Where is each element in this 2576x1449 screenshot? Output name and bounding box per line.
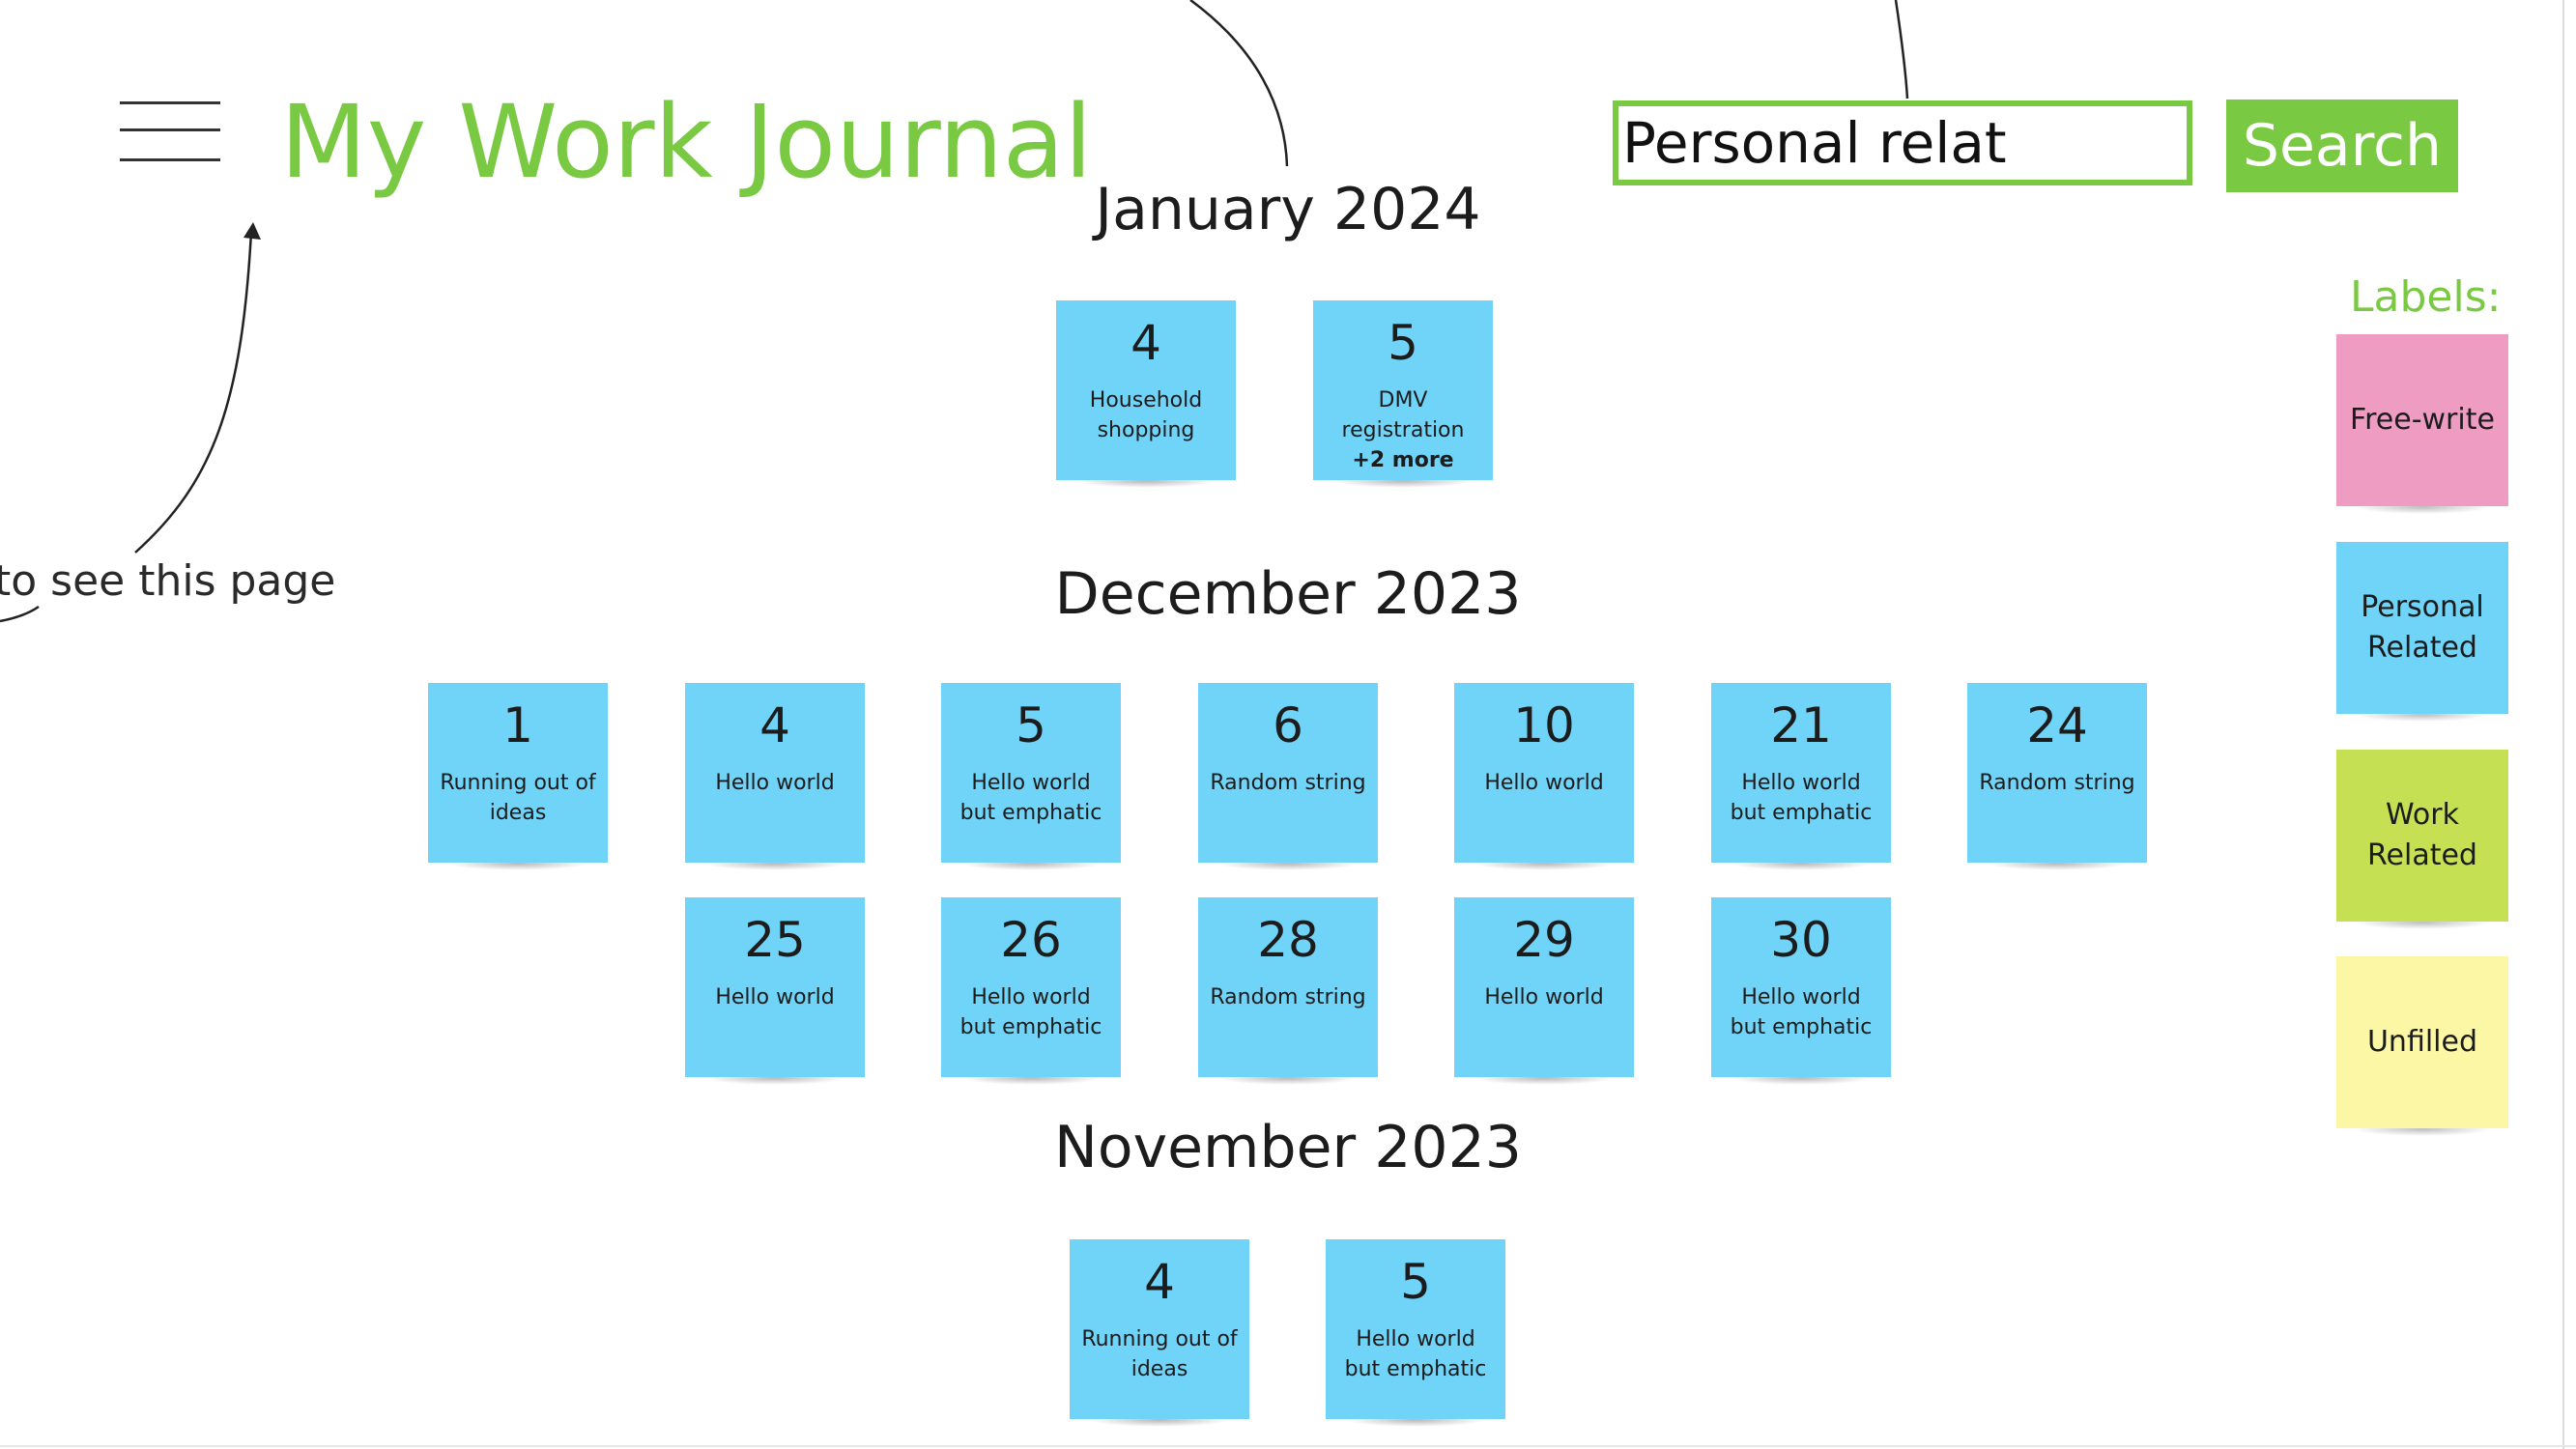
entry-day: 5 [1388,315,1418,371]
entry-title: Hello world [715,985,835,1009]
entry-title: Hello world but emphatic [959,985,1102,1039]
window-edge-right [2562,0,2564,1449]
label-unfilled[interactable]: Unfilled [2336,956,2508,1136]
entry-title: Hello world [1484,771,1604,795]
annotation-line-search [1894,0,1909,99]
entry-title: Hello world [1484,985,1604,1009]
entry-day: 29 [1513,912,1575,968]
entry-title: Random string [1210,985,1366,1009]
search-button[interactable]: Search [2226,99,2458,192]
label-free-write[interactable]: Free-write [2336,334,2508,514]
entry-day: 1 [502,697,533,753]
entry-card[interactable]: 6 Random string [1198,683,1378,870]
entry-card[interactable]: 4 Hello world [685,683,865,870]
entry-more-count[interactable]: +2 more [1352,448,1454,472]
entry-title: Hello world but emphatic [1344,1327,1487,1381]
entry-day: 4 [1144,1254,1175,1310]
entry-title: Running out of ideas [1081,1327,1238,1381]
entry-title: Hello world [715,771,835,795]
entry-title: Random string [1979,771,2135,795]
entry-card[interactable]: 24 Random string [1967,683,2147,870]
entry-day: 30 [1770,912,1832,968]
entry-card[interactable]: 1 Running out of ideas [428,683,608,870]
entry-card[interactable]: 30 Hello world but emphatic [1711,897,1891,1085]
entry-title: Hello world but emphatic [1730,985,1873,1039]
entry-card[interactable]: 4 Household shopping [1056,300,1236,488]
entry-day: 25 [744,912,806,968]
entry-title: Random string [1210,771,1366,795]
entry-card[interactable]: 10 Hello world [1454,683,1634,870]
entry-card[interactable]: 29 Hello world [1454,897,1634,1085]
entry-card[interactable]: 5 Hello world but emphatic [941,683,1121,870]
label-text: Personal Related [2361,590,2484,665]
annotation-line-menu [134,231,253,554]
entry-day: 5 [1016,697,1046,753]
hamburger-menu-icon[interactable] [120,99,220,166]
entry-card[interactable]: 26 Hello world but emphatic [941,897,1121,1085]
entry-card[interactable]: 21 Hello world but emphatic [1711,683,1891,870]
entry-day: 26 [1000,912,1062,968]
entry-day: 24 [2026,697,2088,753]
label-personal-related[interactable]: Personal Related [2336,542,2508,722]
entry-day: 4 [759,697,790,753]
annotation-line-title [1189,0,1289,167]
month-heading-december-2023: December 2023 [1054,560,1522,628]
entry-card[interactable]: 28 Random string [1198,897,1378,1085]
entry-card[interactable]: 4 Running out of ideas [1070,1239,1249,1427]
month-heading-january-2024: January 2024 [1095,176,1481,243]
entry-card[interactable]: 25 Hello world [685,897,865,1085]
entry-title: Running out of ideas [440,771,596,825]
entry-card[interactable]: 5 DMV registration +2 more [1313,300,1493,488]
label-text: Unfilled [2366,1025,2478,1059]
entry-day: 21 [1770,697,1832,753]
entry-title: Household shopping [1089,388,1203,442]
label-text: Work Related [2367,798,2477,872]
search-input[interactable] [1613,100,2192,185]
page-title: My Work Journal [280,83,1093,201]
annotation-text: to see this page [0,556,336,606]
entry-day: 5 [1400,1254,1431,1310]
month-heading-november-2023: November 2023 [1054,1114,1522,1181]
entry-title: Hello world but emphatic [959,771,1102,825]
entry-title: Hello world but emphatic [1730,771,1873,825]
entry-day: 4 [1131,315,1161,371]
label-work-related[interactable]: Work Related [2336,750,2508,929]
entry-day: 28 [1257,912,1319,968]
labels-heading: Labels: [2350,272,2502,322]
label-text: Free-write [2350,403,2495,437]
entry-day: 10 [1513,697,1575,753]
entry-card[interactable]: 5 Hello world but emphatic [1326,1239,1505,1427]
window-edge-bottom [0,1445,2576,1447]
entry-title: DMV registration [1341,388,1465,442]
entry-day: 6 [1273,697,1303,753]
